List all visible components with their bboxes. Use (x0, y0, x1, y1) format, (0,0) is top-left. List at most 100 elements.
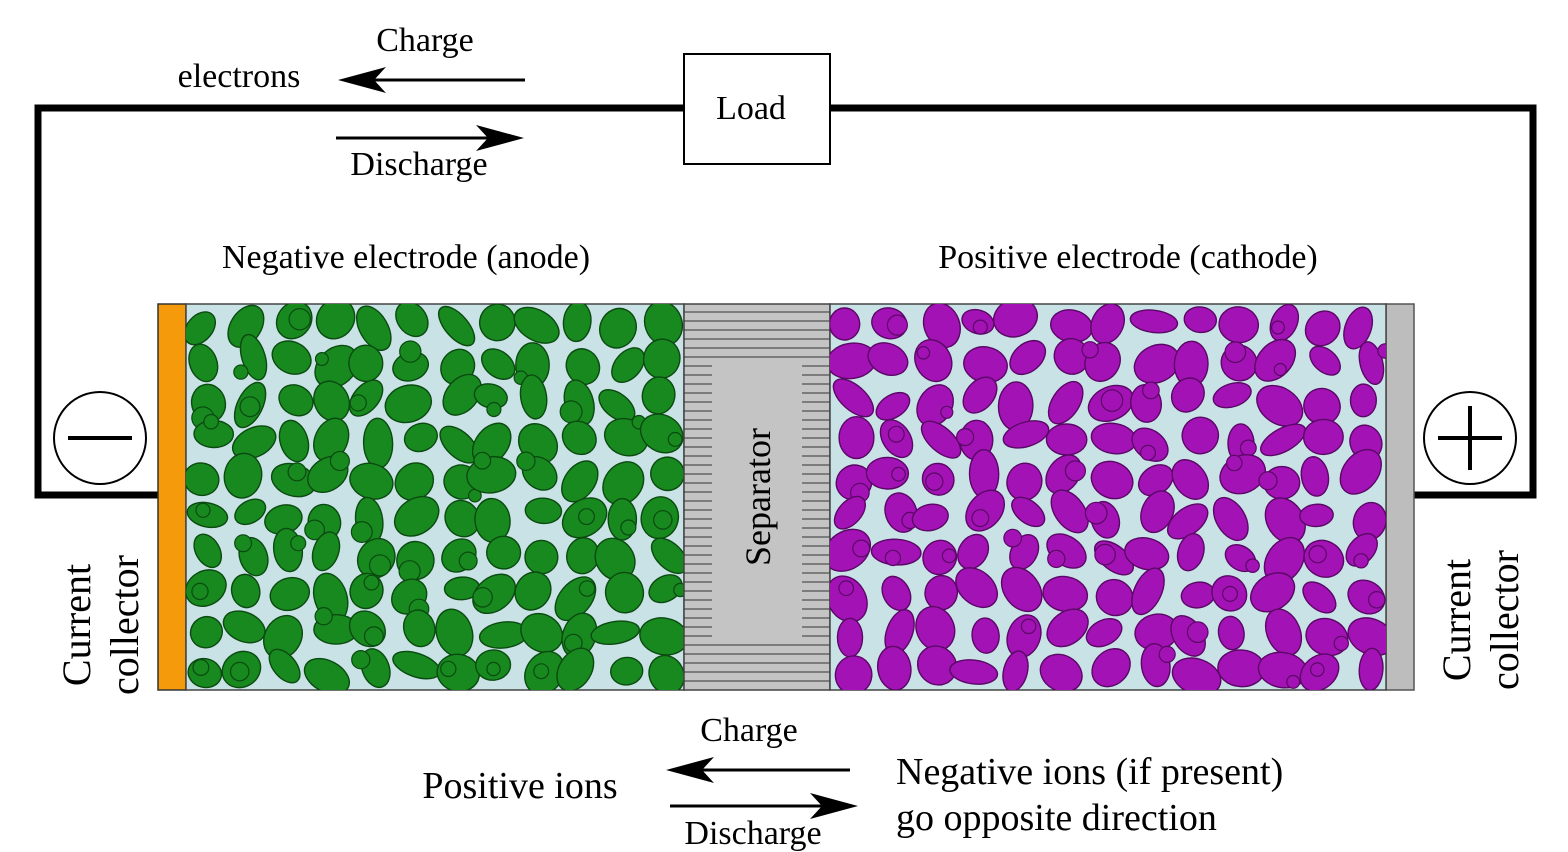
left-current-collector (157, 303, 187, 691)
load-box (683, 53, 831, 165)
electrode-particle (1009, 339, 1047, 376)
electrode-particle (223, 452, 263, 499)
electrode-particle (403, 422, 438, 453)
electrode-particle (188, 343, 219, 383)
electrode-particle (562, 304, 592, 343)
minus-icon (53, 391, 147, 485)
electrode-particle (437, 305, 476, 347)
electrode-particle (393, 495, 440, 537)
electrode-particle (833, 495, 866, 530)
electrode-particle (1090, 304, 1125, 345)
electrode-particle (832, 378, 875, 418)
electrode-particle (1286, 674, 1301, 689)
electrode-particle (648, 574, 683, 604)
right-collector-label: Current collector (1434, 550, 1527, 690)
electrode-particle (1081, 341, 1099, 359)
electrode-particle (1186, 621, 1209, 644)
electrode-particle (1258, 471, 1278, 491)
electrode-particle (304, 519, 326, 541)
electrode-particle (1170, 377, 1205, 413)
electrode-particle (486, 401, 502, 418)
electrode-particle (513, 306, 560, 344)
electrode-particle (911, 503, 949, 532)
electrode-particle (971, 509, 990, 528)
electrode-particle (590, 620, 640, 646)
electrode-particle (639, 617, 684, 656)
separator-label: Separator (738, 428, 778, 566)
electrode-particle (1141, 381, 1160, 400)
bottom-charge-label: Charge (700, 712, 798, 749)
electrode-particle (1166, 503, 1209, 540)
electrode-particle (303, 657, 351, 690)
electrode-particle (1171, 657, 1222, 690)
electrode-particle (1309, 345, 1341, 376)
electrode-particle (1333, 635, 1350, 652)
electrode-particle (610, 656, 644, 686)
electrode-particle (288, 308, 311, 331)
electrode-particle (368, 554, 392, 577)
electrode-particle (1353, 553, 1369, 569)
external-circuit-wire (34, 104, 684, 499)
electrode-particle (620, 519, 637, 536)
electrode-particle (1046, 608, 1089, 648)
positive-electrode-label: Positive electrode (cathode) (938, 239, 1318, 276)
electrode-particle (230, 573, 261, 609)
electrode-particle (348, 344, 384, 383)
electrode-particle (667, 431, 683, 447)
electrode-particle (884, 549, 902, 567)
separator-hatching (684, 311, 830, 682)
electrode-particle (351, 650, 371, 670)
electrode-particle (1091, 648, 1131, 688)
electrode-particle (234, 498, 267, 526)
electrode-particle (186, 462, 220, 497)
electrode-particle (1345, 533, 1378, 567)
electrode-particle (1158, 645, 1176, 664)
electrode-particle (1171, 459, 1210, 500)
electrode-particle (1183, 306, 1218, 334)
electrode-particle (1224, 341, 1247, 364)
cathode-particles (830, 304, 1386, 690)
electrode-particle (315, 304, 356, 340)
electrode-particle (875, 391, 911, 421)
electrode-particle (578, 580, 596, 597)
electrode-particle (524, 497, 563, 525)
electrode-particle (229, 661, 250, 682)
electrode-particle (1260, 423, 1307, 457)
electrode-particle (955, 567, 998, 609)
electrode-particle (1176, 532, 1205, 572)
electrode-particle (556, 647, 595, 690)
electrode-particle (1045, 423, 1088, 456)
electrode-particle (442, 373, 482, 416)
electrode-particle (971, 617, 1000, 654)
electrode-particle (1050, 489, 1089, 534)
right-current-collector (1385, 303, 1415, 691)
electrode-particle (1358, 647, 1384, 690)
electrode-particle (1212, 496, 1249, 542)
negative-ions-line2: go opposite direction (896, 797, 1217, 839)
electrode-particle (1002, 420, 1050, 449)
electrode-particle (1343, 306, 1374, 350)
electrode-particle (652, 510, 673, 530)
electrode-particle (604, 571, 645, 614)
electrode-particle (1039, 653, 1083, 690)
electrode-particle (838, 580, 855, 597)
electrode-particle (203, 413, 219, 430)
electrode-particle (1002, 650, 1029, 690)
electrode-particle (278, 384, 314, 417)
electrode-particle (1308, 545, 1327, 564)
bottom-discharge-arrow (670, 793, 858, 819)
electrode-particle (1377, 343, 1386, 359)
electrode-particle (233, 364, 249, 380)
electrode-particle (962, 376, 998, 414)
electrode-particle (516, 451, 536, 471)
anode-particles (186, 304, 684, 690)
electrode-particle (1084, 501, 1108, 525)
electrode-particle (1226, 454, 1243, 472)
electrode-particle (268, 648, 301, 684)
electrode-particle (1217, 615, 1245, 651)
electrode-particle (650, 456, 684, 492)
top-discharge-arrow (336, 125, 524, 151)
electrode-particle (838, 415, 875, 460)
electrode-particle (520, 612, 564, 653)
